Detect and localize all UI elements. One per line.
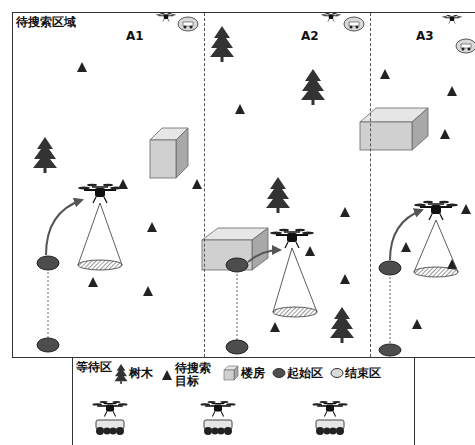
search-region: 待搜索区域 A1 A2 A3 bbox=[12, 12, 475, 358]
legend-item: 楼房 bbox=[222, 362, 265, 384]
node-label: 等待区 bbox=[76, 360, 112, 374]
legend-swatch bbox=[330, 362, 344, 384]
legend-swatch bbox=[222, 362, 240, 384]
zone-band: A3 bbox=[371, 13, 475, 357]
start-paths bbox=[37, 200, 422, 356]
end-zones bbox=[156, 13, 475, 53]
zone-band: A1 bbox=[13, 13, 205, 357]
legend-swatch bbox=[160, 364, 174, 386]
node-label: A1 bbox=[126, 29, 144, 43]
targets bbox=[77, 62, 471, 332]
legend-color-swatch bbox=[331, 369, 343, 378]
node-label: A3 bbox=[416, 29, 434, 43]
node-label: 待搜索区域 bbox=[16, 15, 76, 29]
legend-label: 待搜索目标 bbox=[175, 362, 211, 388]
node-label: A2 bbox=[301, 29, 319, 43]
waiting-robots bbox=[92, 401, 347, 435]
legend-item: 树木 bbox=[114, 362, 153, 384]
legend-swatch bbox=[272, 362, 286, 384]
buildings bbox=[150, 108, 428, 270]
legend-color-swatch bbox=[273, 369, 285, 378]
legend-label: 起始区 bbox=[287, 366, 323, 380]
legend-item: 待搜索目标 bbox=[160, 362, 211, 388]
legend-label: 结束区 bbox=[345, 366, 381, 380]
trees bbox=[33, 26, 354, 343]
legend-label: 楼房 bbox=[241, 366, 265, 380]
legend-label: 树木 bbox=[129, 366, 153, 380]
drones-searching bbox=[78, 184, 458, 317]
legend-item: 起始区 bbox=[272, 362, 323, 384]
legend-item: 结束区 bbox=[330, 362, 381, 384]
zone-band: A2 bbox=[205, 13, 371, 357]
legend-swatch bbox=[114, 362, 128, 384]
